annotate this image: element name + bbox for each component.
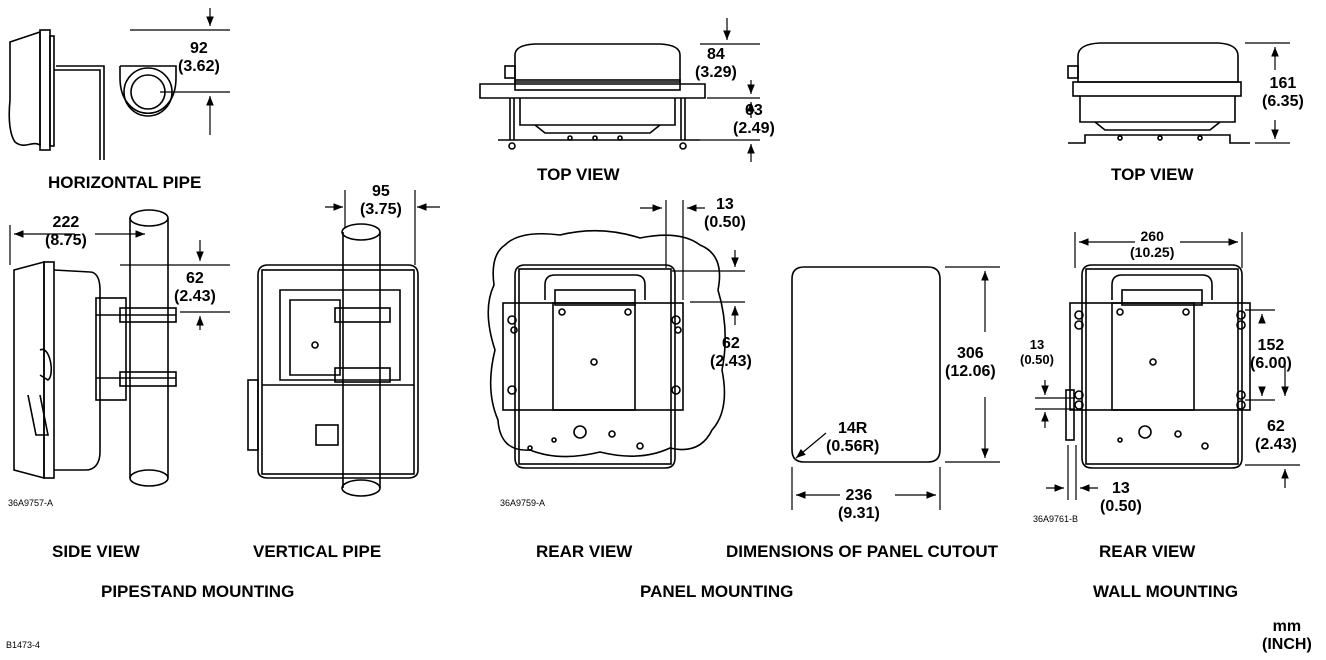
vertical-pipe-view	[247, 223, 419, 497]
dim-rear-view-62: 62(2.43)	[710, 335, 752, 370]
dim-wall-rear-152: 152(6.00)	[1250, 337, 1292, 372]
code-figure: B1473-4	[6, 640, 41, 650]
dim-wall-rear-260: 260(10.25)	[1130, 228, 1175, 260]
title-top-view-wall: TOP VIEW	[1111, 165, 1194, 184]
top-view-wall	[1067, 42, 1250, 144]
dim-side-view-62: 62(2.43)	[174, 270, 216, 305]
caption-pipestand-mounting: PIPESTAND MOUNTING	[101, 582, 295, 601]
dim-wall-rear-lines	[1035, 232, 1300, 500]
horizontal-pipe-view	[8, 29, 177, 160]
dim-wall-top-161: 161(6.35)	[1262, 75, 1304, 110]
dim-top-view-63: 63(2.49)	[733, 102, 775, 137]
dim-rear-view-13: 13(0.50)	[704, 196, 746, 231]
dim-95-lines	[325, 190, 440, 265]
dim-161-lines	[1245, 42, 1290, 144]
caption-panel-mounting: PANEL MOUNTING	[640, 582, 794, 601]
units-legend: mm(INCH)	[1262, 618, 1312, 653]
dim-wall-rear-13-bottom: 13(0.50)	[1100, 480, 1142, 515]
dim-cutout-14r: 14R(0.56R)	[826, 420, 880, 455]
dim-wall-rear-13-left: 13(0.50)	[1020, 337, 1054, 367]
title-vertical-pipe: VERTICAL PIPE	[253, 542, 382, 561]
title-horizontal-pipe: HORIZONTAL PIPE	[48, 173, 202, 192]
code-panel: 36A9759-A	[500, 498, 546, 508]
dim-horizontal-pipe-92: 92(3.62)	[178, 40, 220, 75]
dim-wall-rear-62: 62(2.43)	[1255, 418, 1297, 453]
rear-view-panel	[487, 229, 726, 469]
title-rear-view-panel: REAR VIEW	[536, 542, 633, 561]
rear-view-wall	[1065, 264, 1251, 469]
title-panel-cutout: DIMENSIONS OF PANEL CUTOUT	[726, 542, 999, 561]
top-view-panel	[479, 43, 706, 150]
dim-cutout-306: 306(12.06)	[945, 345, 996, 380]
dim-84-63-lines	[700, 18, 760, 162]
code-pipestand: 36A9757-A	[8, 498, 54, 508]
side-view	[13, 209, 177, 487]
dim-rv13-rv62-lines	[640, 200, 745, 325]
dim-side-view-222: 222(8.75)	[45, 214, 87, 249]
dim-cutout-236: 236(9.31)	[838, 487, 880, 522]
dim-222-62-lines	[9, 225, 230, 330]
title-rear-view-wall: REAR VIEW	[1099, 542, 1196, 561]
title-side-view: SIDE VIEW	[52, 542, 140, 561]
dim-vertical-pipe-95: 95(3.75)	[360, 183, 402, 218]
code-wall: 36A9761-B	[1033, 514, 1079, 524]
caption-wall-mounting: WALL MOUNTING	[1093, 582, 1239, 601]
dim-92-lines	[130, 8, 230, 135]
panel-cutout	[791, 266, 941, 463]
dim-306-236-14r-lines	[791, 266, 1000, 510]
title-top-view-panel: TOP VIEW	[537, 165, 620, 184]
dim-top-view-84: 84(3.29)	[695, 46, 737, 81]
